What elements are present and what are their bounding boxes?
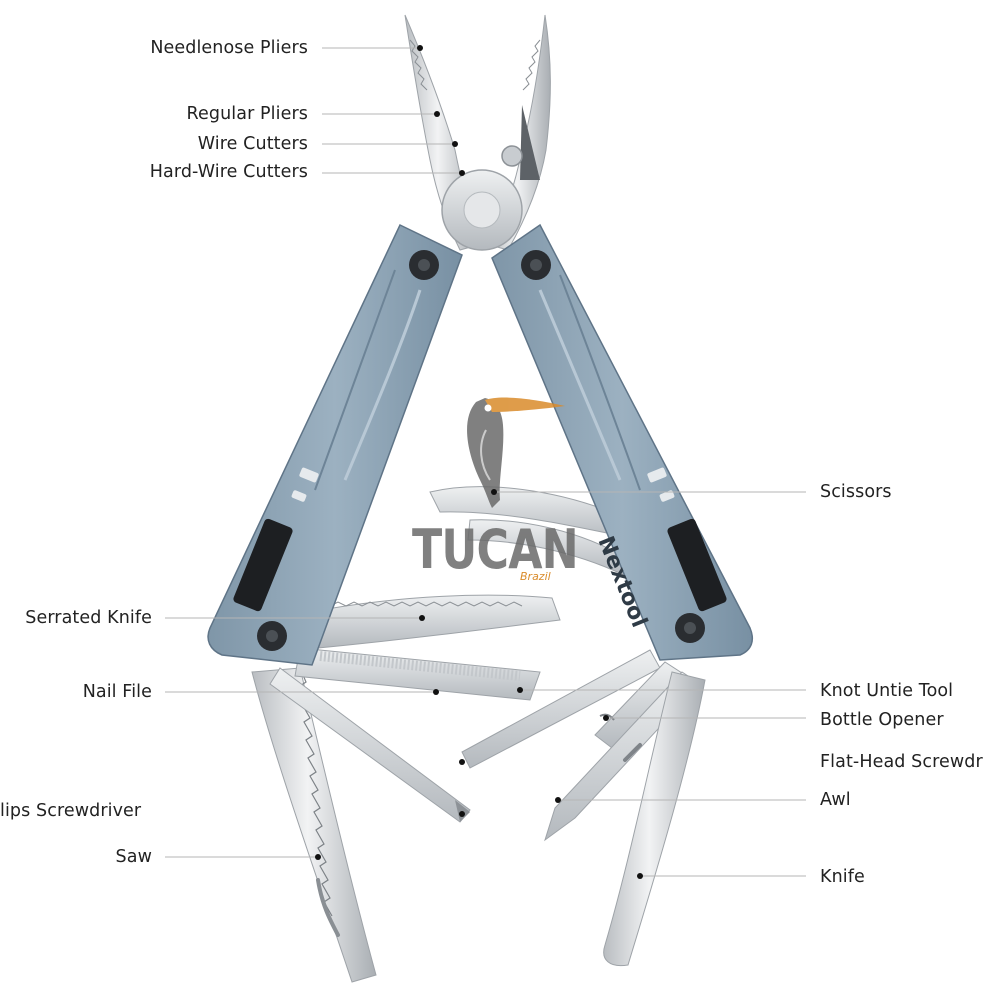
label-scissors: Scissors bbox=[820, 482, 892, 502]
right-handle: Nextool bbox=[491, 223, 753, 661]
toucan-watermark-icon bbox=[467, 397, 565, 508]
label-regular-pliers: Regular Pliers bbox=[186, 104, 308, 124]
dot-scissors bbox=[491, 489, 497, 495]
flat-head-screwdriver-blade bbox=[461, 649, 661, 769]
label-knot-untie-tool: Knot Untie Tool bbox=[820, 681, 954, 701]
dot-serrated-knife bbox=[419, 615, 425, 621]
dot-phillips-screwdriver bbox=[459, 811, 465, 817]
label-needlenose-pliers: Needlenose Pliers bbox=[150, 38, 308, 58]
leader-endpoints bbox=[315, 45, 643, 879]
dot-awl bbox=[555, 797, 561, 803]
watermark-sub-text: Brazil bbox=[520, 570, 551, 583]
knife-blade bbox=[603, 671, 706, 967]
label-saw: Saw bbox=[115, 847, 152, 867]
label-serrated-knife: Serrated Knife bbox=[25, 608, 152, 628]
phillips-screwdriver-blade bbox=[269, 667, 471, 823]
leader-lines bbox=[165, 47, 806, 877]
label-wire-cutters: Wire Cutters bbox=[197, 134, 308, 154]
dot-bottle-opener bbox=[603, 715, 609, 721]
dot-saw bbox=[315, 854, 321, 860]
dot-nail-file bbox=[433, 689, 439, 695]
dot-knife bbox=[637, 873, 643, 879]
pliers-head bbox=[404, 14, 551, 251]
label-nail-file: Nail File bbox=[82, 682, 152, 702]
saw-blade bbox=[251, 667, 377, 983]
dot-knot-untie-tool bbox=[517, 687, 523, 693]
dot-flat-head-screwdriver bbox=[459, 759, 465, 765]
dot-hard-wire-cutters bbox=[459, 170, 465, 176]
label-flat-head-screwdriver: Flat-Head Screwdr bbox=[820, 752, 983, 772]
label-phillips-screwdriver: lips Screwdriver bbox=[0, 801, 142, 821]
dot-regular-pliers bbox=[434, 111, 440, 117]
serrated-knife-blade bbox=[309, 594, 561, 649]
label-awl: Awl bbox=[820, 790, 851, 810]
label-bottle-opener: Bottle Opener bbox=[820, 710, 944, 730]
label-knife: Knife bbox=[820, 867, 865, 887]
label-hard-wire-cutters: Hard-Wire Cutters bbox=[149, 162, 308, 182]
left-handle bbox=[207, 223, 463, 666]
dot-needlenose-pliers bbox=[417, 45, 423, 51]
watermark-main-text: TUCAN bbox=[412, 518, 579, 581]
dot-wire-cutters bbox=[452, 141, 458, 147]
nail-file-blade bbox=[294, 647, 541, 701]
